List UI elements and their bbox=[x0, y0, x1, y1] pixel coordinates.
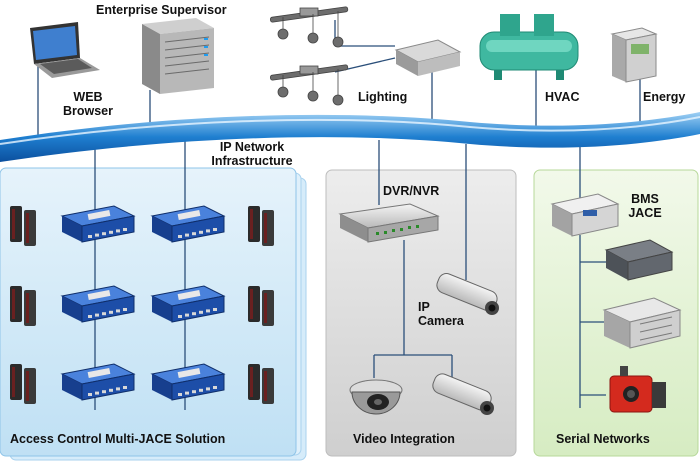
jace-controller-icon bbox=[150, 285, 226, 323]
web-browser-label: WEB Browser bbox=[56, 90, 120, 118]
light-fixture-icon bbox=[269, 6, 349, 48]
card-reader-icon bbox=[10, 364, 36, 404]
fan-coil-unit-icon bbox=[604, 239, 674, 281]
jace-controller-icon bbox=[150, 205, 226, 243]
jace-controller-icon bbox=[60, 205, 136, 243]
card-reader-icon bbox=[248, 206, 274, 246]
jace-controller-icon bbox=[60, 285, 136, 323]
enterprise-supervisor-label: Enterprise Supervisor bbox=[96, 3, 227, 17]
serial-networks-label: Serial Networks bbox=[556, 432, 650, 446]
boiler-icon bbox=[609, 366, 666, 413]
ip-camera-label-line1: IP bbox=[418, 300, 430, 314]
light-fixture-icon bbox=[269, 64, 349, 106]
bms-jace-label-line2: JACE bbox=[628, 206, 662, 220]
dome-camera-icon bbox=[349, 379, 403, 415]
server-icon bbox=[142, 18, 214, 94]
web-browser-label-line2: Browser bbox=[62, 104, 114, 118]
bms-jace-label-line1: BMS bbox=[631, 192, 659, 206]
bullet-camera-icon bbox=[432, 373, 494, 415]
energy-label: Energy bbox=[643, 90, 686, 104]
card-readers bbox=[10, 206, 274, 404]
air-handler-icon bbox=[602, 297, 682, 349]
access-control-panel bbox=[0, 167, 307, 461]
dvr-nvr-label: DVR/NVR bbox=[383, 184, 440, 198]
web-browser-label-line1: WEB bbox=[73, 90, 103, 104]
jace-controller-icon bbox=[150, 363, 226, 401]
bms-jace-icon bbox=[550, 193, 620, 237]
access-control-label: Access Control Multi-JACE Solution bbox=[10, 432, 226, 446]
ip-camera-icon bbox=[436, 273, 499, 315]
hvac-label: HVAC bbox=[545, 90, 580, 104]
lighting-controller-icon bbox=[394, 39, 462, 76]
jace-controllers bbox=[60, 205, 226, 401]
ip-camera-label: IP Camera bbox=[418, 300, 464, 328]
jace-controller-icon bbox=[60, 363, 136, 401]
ip-network-label: IP Network Infrastructure bbox=[200, 140, 304, 168]
ip-camera-label-line2: Camera bbox=[418, 314, 464, 328]
ip-network-label-line2: Infrastructure bbox=[211, 154, 293, 168]
card-reader-icon bbox=[248, 364, 274, 404]
video-integration-label: Video Integration bbox=[353, 432, 455, 446]
energy-meter-icon bbox=[610, 27, 658, 83]
laptop-icon bbox=[30, 22, 100, 78]
card-reader-icon bbox=[248, 286, 274, 326]
dvr-nvr-icon bbox=[338, 203, 440, 243]
card-reader-icon bbox=[10, 286, 36, 326]
hvac-unit-icon bbox=[479, 14, 579, 80]
lighting-label: Lighting bbox=[358, 90, 408, 104]
bms-jace-label: BMS JACE bbox=[622, 192, 668, 220]
ip-network-label-line1: IP Network bbox=[219, 140, 285, 154]
card-reader-icon bbox=[10, 206, 36, 246]
